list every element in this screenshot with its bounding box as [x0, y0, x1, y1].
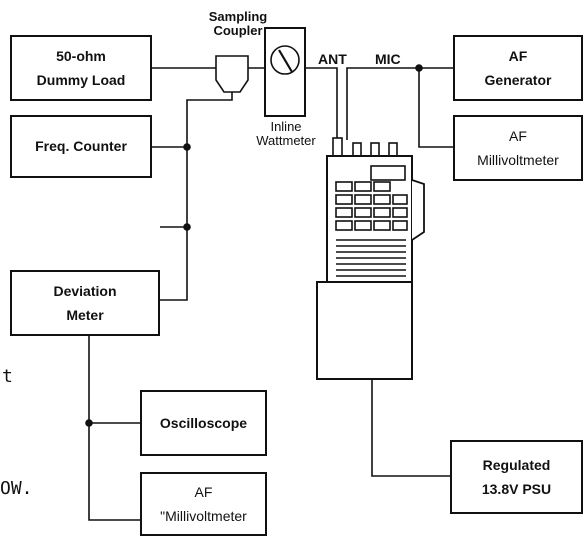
junction-dot	[183, 223, 191, 231]
freq-counter-label: Freq. Counter	[35, 138, 127, 155]
sampling-coupler-symbol	[215, 55, 249, 93]
deviation-meter-line1: Deviation	[53, 282, 117, 299]
af-millivoltmeter-bottom-line1: AF	[194, 483, 213, 500]
af-millivoltmeter-right-line2: Millivoltmeter	[477, 152, 559, 168]
af-millivoltmeter-bottom-line2: "Millivoltmeter	[160, 508, 247, 524]
sampling-coupler-line1: Sampling	[208, 9, 268, 24]
wire-wattmeter-antenna	[305, 67, 338, 140]
mic-label: MIC	[375, 51, 401, 67]
wire-deviation-out	[88, 336, 140, 521]
dummy-load-line2: Dummy Load	[36, 72, 126, 88]
junction-dot	[415, 64, 423, 72]
wire-coupler-sampling	[152, 92, 233, 301]
oscilloscope-box: Oscilloscope	[140, 390, 267, 456]
margin-fragment-ow: OW.	[0, 478, 33, 499]
af-generator-line2: Generator	[484, 72, 552, 88]
deviation-meter-box: Deviation Meter	[10, 270, 160, 336]
margin-fragment-t: t	[2, 366, 13, 387]
wire-psu	[371, 380, 450, 477]
dummy-load-box: 50-ohm Dummy Load	[10, 35, 152, 101]
af-millivoltmeter-right-line1: AF	[509, 127, 527, 144]
af-millivoltmeter-bottom-box: AF "Millivoltmeter	[140, 472, 267, 536]
dummy-load-line1: 50-ohm	[56, 47, 106, 64]
junction-dot	[85, 419, 93, 427]
wattmeter-needle	[278, 49, 293, 73]
psu-line1: Regulated	[482, 456, 551, 473]
af-generator-box: AF Generator	[453, 35, 583, 101]
af-generator-line1: AF	[508, 47, 528, 64]
psu-line2: 13.8V PSU	[481, 481, 552, 497]
freq-counter-box: Freq. Counter	[10, 115, 152, 178]
wire-mic	[346, 67, 453, 140]
wire-af-millivoltmeter-right	[418, 68, 453, 148]
inline-wattmeter-label: Inline Wattmeter	[246, 120, 326, 147]
sampling-coupler-label: Sampling Coupler	[204, 10, 272, 37]
deviation-meter-line2: Meter	[66, 307, 104, 323]
junction-dot	[183, 143, 191, 151]
af-millivoltmeter-right-box: AF Millivoltmeter	[453, 115, 583, 181]
ant-label: ANT	[318, 51, 347, 67]
inline-wattmeter-line2: Wattmeter	[256, 132, 316, 148]
inline-wattmeter-line1: Inline	[270, 119, 302, 134]
handheld-transceiver	[316, 137, 425, 380]
psu-box: Regulated 13.8V PSU	[450, 440, 583, 514]
oscilloscope-label: Oscilloscope	[159, 414, 248, 431]
sampling-coupler-line2: Coupler	[213, 22, 263, 38]
